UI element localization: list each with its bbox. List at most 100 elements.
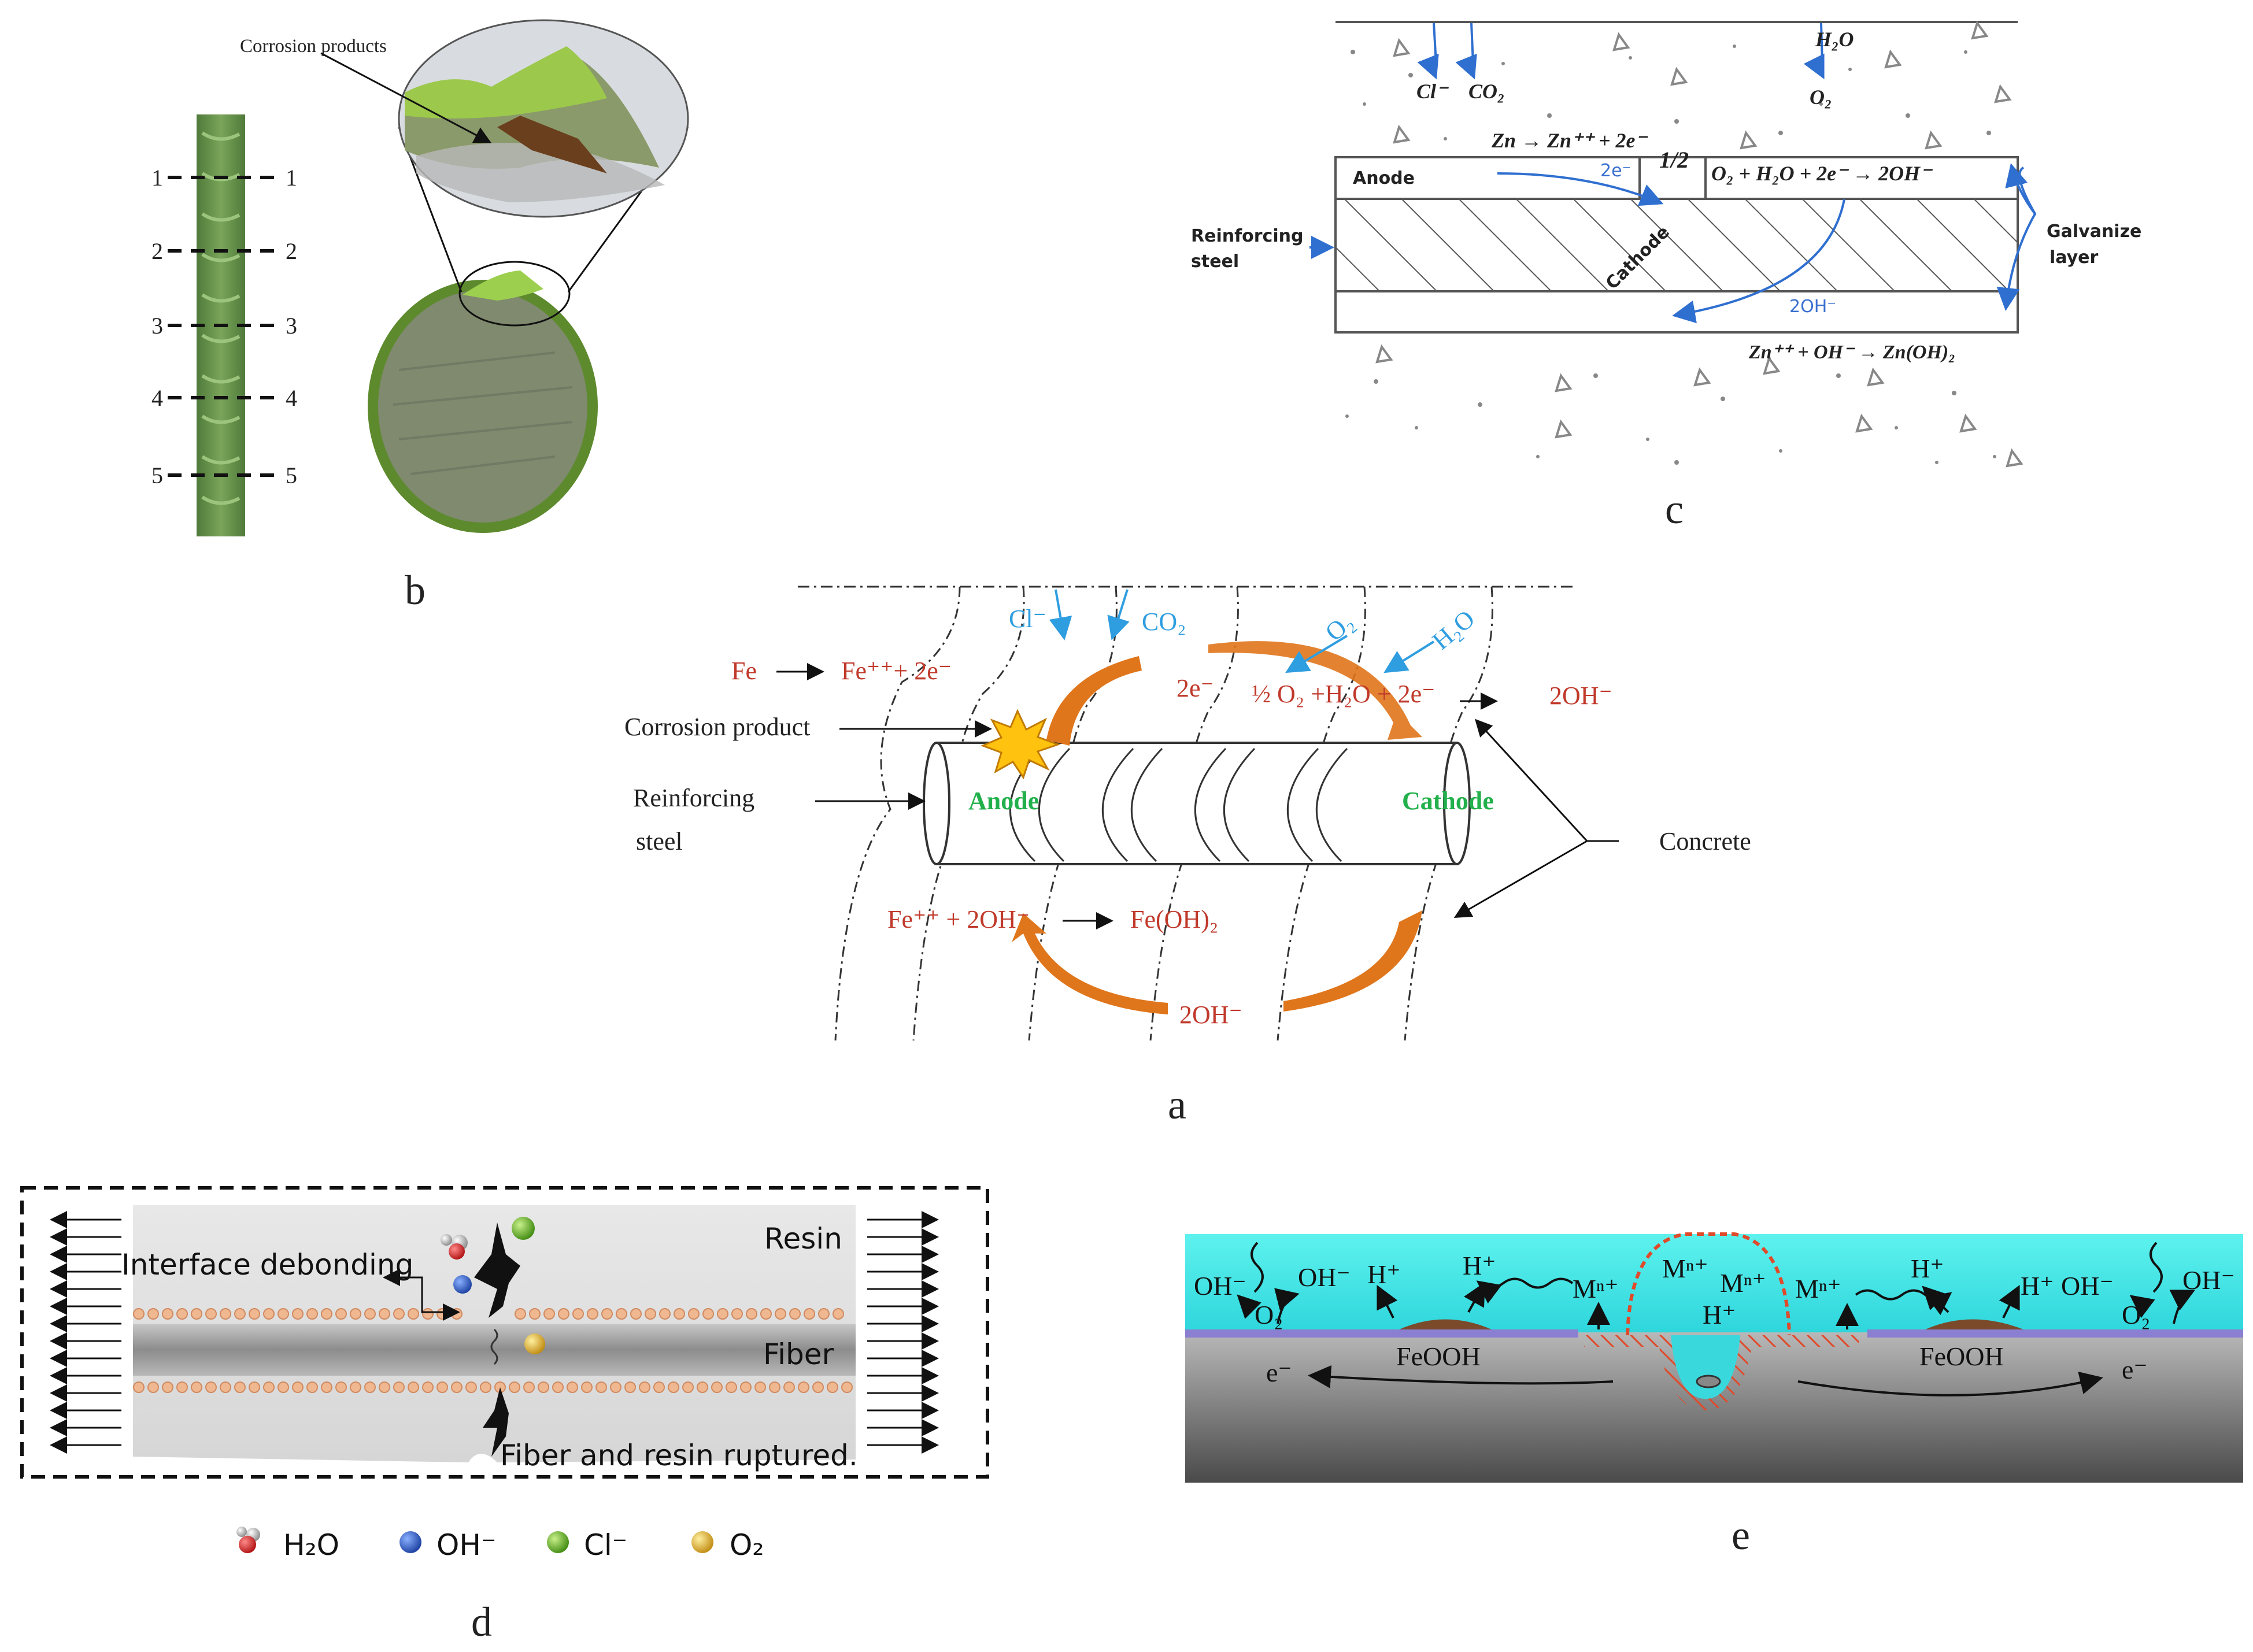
e-h-plus-3: H⁺	[1911, 1254, 1944, 1283]
d-legend-h2o: H₂O	[283, 1528, 339, 1562]
c-zn-anode-reaction: Zn → Zn⁺⁺ + 2e⁻	[1491, 129, 1649, 152]
bar-ribs	[201, 131, 241, 505]
d-legend: H₂O OH⁻ Cl⁻ O₂	[236, 1527, 764, 1562]
galvanize-layer-bottom	[1334, 290, 2019, 334]
panel-e-label: e	[1732, 1512, 1750, 1558]
a-o2: O₂	[1320, 608, 1359, 647]
d-interface-debonding: Interface debonding	[121, 1248, 413, 1281]
a-concrete-label: Concrete	[1659, 827, 1751, 855]
section-lines	[168, 176, 278, 477]
d-resin-label: Resin	[764, 1222, 842, 1255]
panel-c-label: c	[1665, 486, 1684, 532]
e-oh-left: OH⁻	[1194, 1271, 1246, 1301]
panel-d: Interface debonding Resin Fiber Fiber an…	[20, 1186, 989, 1645]
e-oh-left2: OH⁻	[1298, 1262, 1351, 1292]
c-cl: Cl⁻	[1416, 80, 1449, 103]
concrete-aggregates-c	[1375, 20, 2023, 468]
a-reinforcing-label: Reinforcing	[633, 784, 754, 812]
a-2oh-bottom: 2OH⁻	[1179, 1001, 1242, 1029]
a-steel-label: steel	[636, 827, 683, 855]
e-feooh-deposit-right	[1925, 1319, 2023, 1329]
e-m-n-center1: Mⁿ⁺	[1662, 1254, 1708, 1283]
d-tension-arrows-right	[867, 1211, 939, 1454]
c-2oh: 2OH⁻	[1789, 297, 1836, 317]
e-o2-left: O₂	[1255, 1300, 1283, 1329]
panel-d-label: d	[471, 1599, 492, 1645]
e-oh-right1: OH⁻	[2061, 1271, 2114, 1301]
d-interface-dots	[133, 1308, 853, 1393]
c-h2o: H₂O	[1815, 28, 1854, 51]
a-orange-arrows	[1012, 641, 1422, 1014]
galvanize-layer-left	[1334, 156, 1641, 200]
e-h-plus-4: H⁺	[2021, 1271, 2054, 1301]
d-tension-arrows-left	[50, 1211, 121, 1454]
e-h-plus-1: H⁺	[1367, 1260, 1401, 1289]
e-passive-film-right	[1867, 1329, 2243, 1338]
a-fe-oh-right: Fe(OH)₂	[1130, 905, 1218, 934]
a-fe: Fe	[731, 657, 757, 685]
c-steel-label: steel	[1191, 251, 1239, 272]
a-corrosion-star	[981, 709, 1061, 780]
d-legend-oh: OH⁻	[436, 1528, 496, 1562]
e-dome	[1626, 1232, 1791, 1336]
e-oh-right2: OH⁻	[2182, 1265, 2235, 1295]
panel-b: 1 1 2 2 3 3 4 4 5 5 Corrosion products	[151, 19, 689, 613]
e-feooh-right: FeOOH	[1919, 1342, 2004, 1371]
c-galvanize-label: Galvanize	[2047, 221, 2141, 242]
d-legend-o2: O₂	[730, 1528, 764, 1562]
a-corrosion-product-label: Corrosion product	[624, 713, 810, 741]
e-feooh-deposit-left	[1399, 1319, 1492, 1329]
e-m-n-center2: Mⁿ⁺	[1720, 1268, 1766, 1298]
e-e-right: e⁻	[2122, 1355, 2148, 1384]
section-label-5-right: 5	[286, 462, 297, 488]
section-label-2-right: 2	[286, 238, 297, 264]
e-m-n-left: Mⁿ⁺	[1573, 1274, 1619, 1303]
e-passive-film-left	[1185, 1329, 1578, 1338]
corrosion-products-label: Corrosion products	[240, 36, 387, 57]
e-h-plus-center: H⁺	[1703, 1300, 1736, 1329]
a-anode-label: Anode	[968, 787, 1039, 815]
a-2e: 2e⁻	[1177, 674, 1214, 702]
c-2e: 2e⁻	[1600, 161, 1631, 181]
a-fe-oh-left: Fe⁺⁺ + 2OH⁻	[887, 905, 1030, 934]
a-2oh-right: 2OH⁻	[1549, 681, 1612, 710]
section-label-2-left: 2	[151, 238, 163, 264]
a-cl: Cl⁻	[1009, 605, 1046, 633]
section-label-4-right: 4	[286, 385, 297, 411]
c-cathode-reaction: O₂ + H₂O + 2e⁻ → 2OH⁻	[1711, 162, 1933, 185]
section-label-1-right: 1	[286, 165, 297, 191]
c-o2: O₂	[1810, 86, 1832, 109]
section-label-5-left: 5	[151, 462, 163, 488]
panel-a-label: a	[1168, 1081, 1186, 1128]
panel-b-label: b	[405, 567, 426, 613]
e-m-n-right: Mⁿ⁺	[1795, 1274, 1841, 1303]
concrete-speckles-c	[1345, 45, 1996, 465]
e-e-left: e⁻	[1266, 1358, 1292, 1387]
c-reinforcing-label: Reinforcing	[1191, 226, 1303, 246]
e-o2-right: O₂	[2122, 1300, 2150, 1329]
d-ruptured-label: Fiber and resin ruptured.	[500, 1439, 858, 1472]
c-co2: CO₂	[1468, 80, 1505, 103]
a-fe-ion: Fe⁺⁺+ 2e⁻	[841, 657, 952, 685]
corrosion-deposit	[463, 271, 543, 301]
bar-cross-section	[368, 280, 598, 533]
panel-e: OH⁻ OH⁻ O₂ H⁺ H⁺ Mⁿ⁺ Mⁿ⁺ Mⁿ⁺ H⁺ Mⁿ⁺ H⁺ H…	[1185, 1232, 2243, 1558]
c-layer-label: layer	[2049, 247, 2099, 268]
zoom-circle-small	[458, 261, 571, 327]
c-half: 1/2	[1659, 147, 1689, 173]
a-co2: CO₂	[1142, 608, 1186, 636]
c-zn-hydroxide: Zn⁺⁺ + OH⁻ → Zn(OH)₂	[1748, 342, 1955, 363]
d-legend-cl: Cl⁻	[584, 1528, 627, 1562]
panel-a: Cl⁻ CO₂ O₂ H₂O Fe Fe⁺⁺+ 2e⁻ 2e⁻ ½ O₂ +H₂…	[624, 586, 1751, 1128]
e-feooh-left: FeOOH	[1396, 1342, 1481, 1371]
d-molecules	[441, 1217, 545, 1354]
section-label-3-left: 3	[151, 313, 163, 339]
c-anode-label: Anode	[1353, 168, 1415, 188]
a-h2o: H₂O	[1427, 605, 1480, 655]
d-crack-top	[474, 1223, 520, 1318]
d-crack-bottom	[483, 1387, 509, 1457]
a-cathode-reaction: ½ O₂ +H₂O + 2e⁻	[1252, 680, 1435, 708]
e-pit-hatch	[1584, 1335, 1859, 1410]
section-label-1-left: 1	[151, 165, 163, 191]
